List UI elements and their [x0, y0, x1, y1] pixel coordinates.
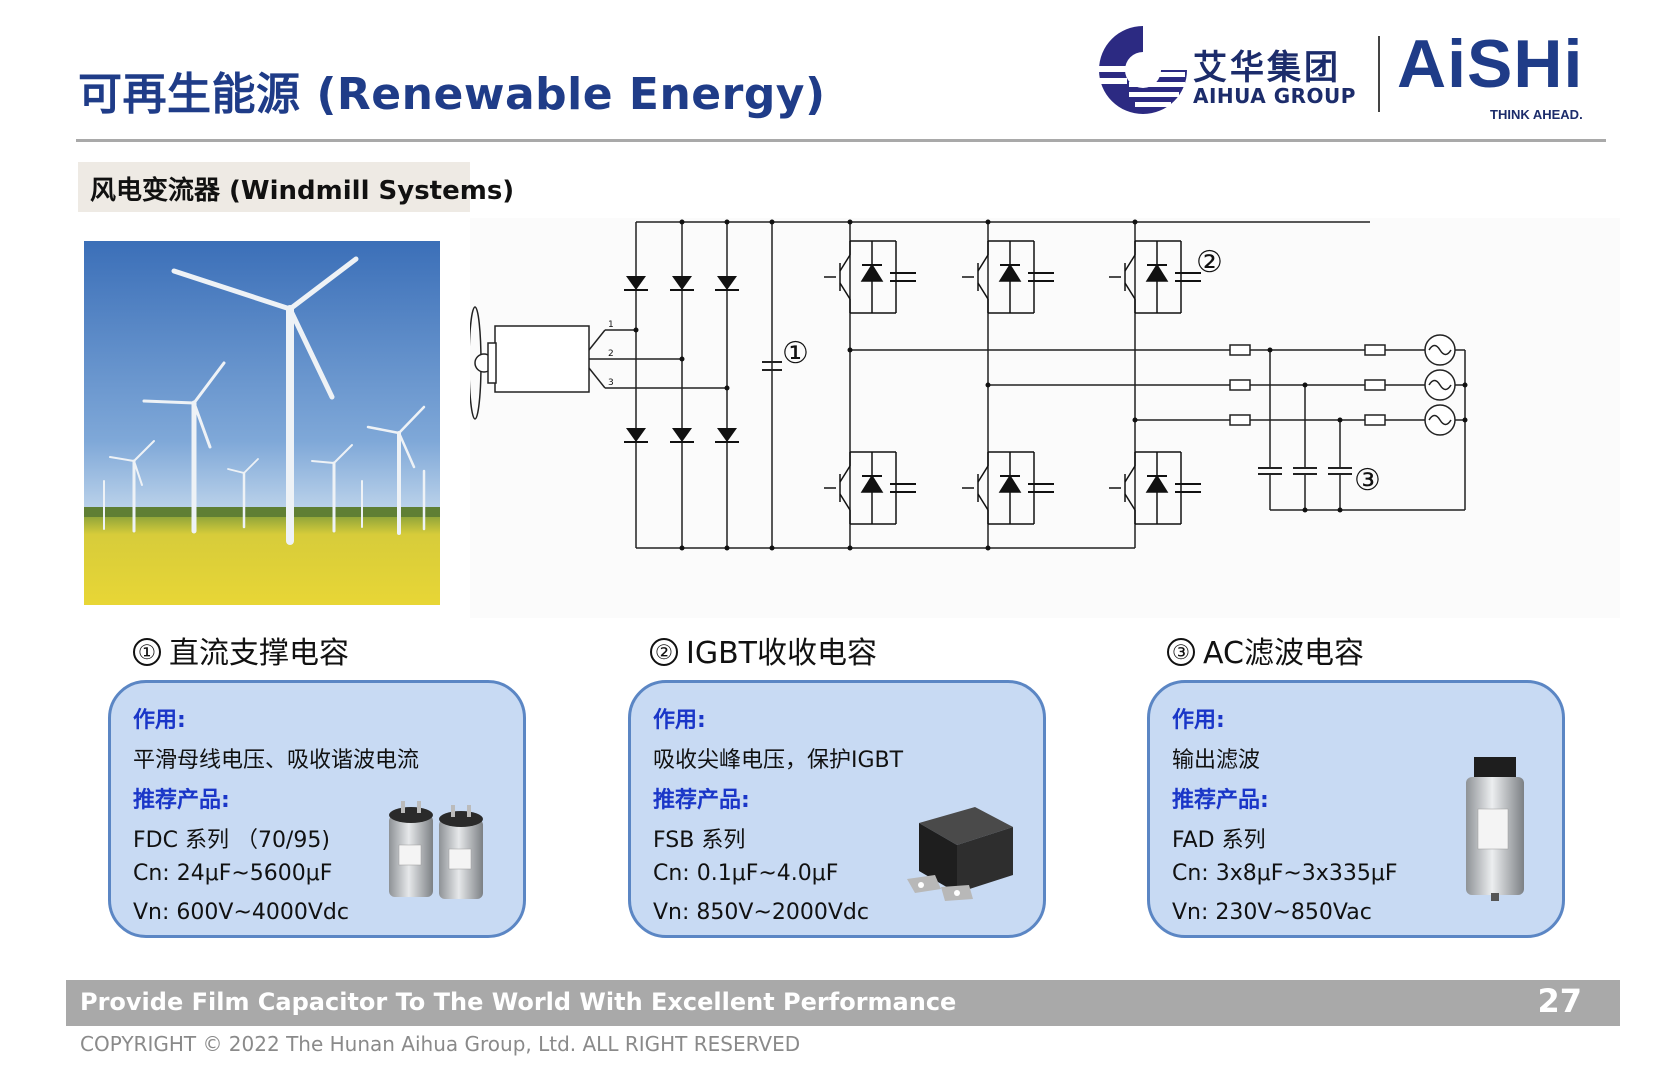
page-title: 可再生能源 (Renewable Energy) — [78, 69, 826, 120]
capacitor-icon — [907, 807, 1013, 901]
cap-heading-igbt: ② IGBT收收电容 — [650, 628, 877, 672]
company-logos: 艾华集团 AIHUA GROUP AiSHi THINK AHEAD. — [1085, 20, 1605, 122]
role-text: 输出滤波 — [1172, 748, 1261, 773]
aihua-logo-cn: 艾华集团 — [1193, 48, 1341, 88]
role-text: 吸收尖峰电压，保护IGBT — [653, 748, 904, 773]
converter-circuit-diagram: 1 2 3 ① ② ③ — [468, 218, 1620, 618]
capacitance-range: Cn: 24μF~5600μF — [133, 861, 333, 886]
product-series: FAD 系列 — [1172, 828, 1266, 853]
voltage-range: Vn: 600V~4000Vdc — [133, 900, 349, 925]
product-label: 推荐产品: — [653, 788, 750, 813]
cap-heading-text: 直流支撑电容 — [169, 636, 349, 671]
cap-heading-text: AC滤波电容 — [1203, 636, 1364, 671]
capacitor-card-dc-link: 作用: 平滑母线电压、吸收谐波电流 推荐产品: FDC 系列 （70/95) C… — [108, 680, 526, 938]
logo-divider — [1378, 36, 1380, 112]
cap-heading-dc-link: ① 直流支撑电容 — [133, 628, 349, 672]
product-series: FDC 系列 （70/95) — [133, 828, 330, 853]
section-label: 风电变流器 (Windmill Systems) — [78, 162, 514, 212]
cap-heading-ac-filter: ③ AC滤波电容 — [1167, 628, 1364, 672]
capacitance-range: Cn: 3x8μF~3x335μF — [1172, 861, 1398, 886]
cap-heading-num: ② — [650, 638, 678, 666]
footer-tagline: Provide Film Capacitor To The World With… — [80, 988, 957, 1016]
wind-turbine-photo — [84, 241, 440, 605]
page-number: 27 — [1537, 982, 1582, 1020]
capacitor-card-ac-filter: 作用: 输出滤波 推荐产品: FAD 系列 Cn: 3x8μF~3x335μF … — [1147, 680, 1565, 938]
product-label: 推荐产品: — [133, 788, 230, 813]
marker-ac-filter: ③ — [1354, 463, 1381, 498]
voltage-range: Vn: 230V~850Vac — [1172, 900, 1372, 925]
aihua-logo-en: AIHUA GROUP — [1193, 84, 1356, 108]
marker-igbt-snubber: ② — [1196, 245, 1223, 280]
role-label: 作用: — [1172, 708, 1225, 733]
capacitor-icon — [389, 801, 483, 899]
copyright-notice: COPYRIGHT © 2022 The Hunan Aihua Group, … — [80, 1032, 801, 1056]
footer-band: Provide Film Capacitor To The World With… — [66, 980, 1620, 1026]
phase-label-1: 1 — [608, 320, 614, 330]
product-label: 推荐产品: — [1172, 788, 1269, 813]
phase-label-2: 2 — [608, 349, 614, 359]
aihua-emblem-icon — [1097, 26, 1187, 114]
cap-heading-num: ① — [133, 638, 161, 666]
product-series: FSB 系列 — [653, 828, 746, 853]
cap-heading-num: ③ — [1167, 638, 1195, 666]
voltage-range: Vn: 850V~2000Vdc — [653, 900, 869, 925]
marker-dc-link: ① — [782, 336, 809, 371]
header-rule — [76, 139, 1606, 142]
role-label: 作用: — [133, 708, 186, 733]
capacitor-icon — [1466, 757, 1524, 901]
cap-heading-text: IGBT收收电容 — [686, 636, 878, 671]
role-label: 作用: — [653, 708, 706, 733]
role-text: 平滑母线电压、吸收谐波电流 — [133, 748, 420, 773]
aishi-tagline: THINK AHEAD. — [1490, 107, 1583, 122]
aishi-logo: AiSHi — [1397, 26, 1584, 102]
capacitor-card-igbt: 作用: 吸收尖峰电压，保护IGBT 推荐产品: FSB 系列 Cn: 0.1μF… — [628, 680, 1046, 938]
phase-label-3: 3 — [608, 378, 614, 388]
capacitance-range: Cn: 0.1μF~4.0μF — [653, 861, 839, 886]
